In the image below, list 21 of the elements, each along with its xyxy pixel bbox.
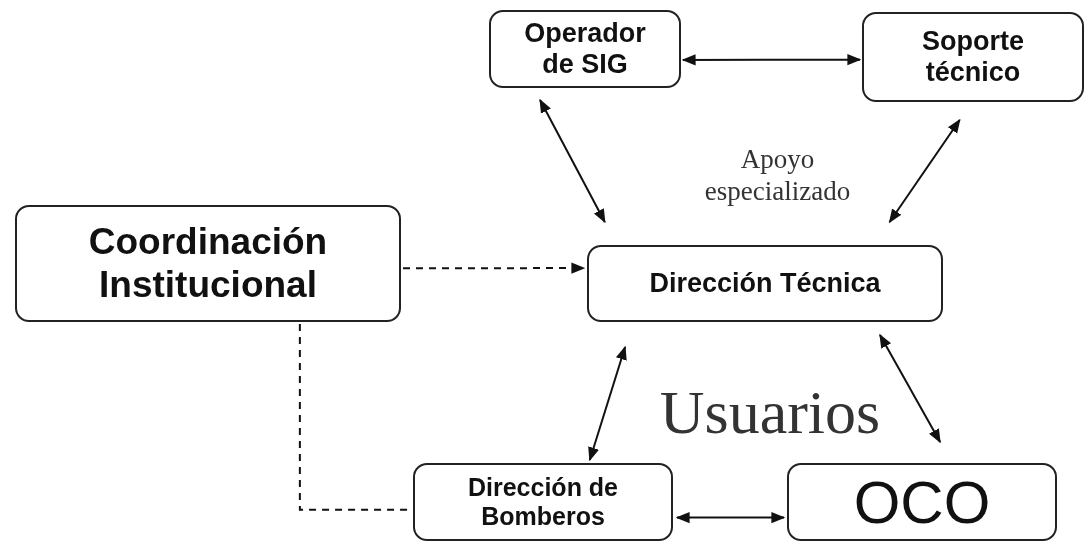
arrow xyxy=(879,333,942,444)
rounded-box xyxy=(489,10,681,88)
rounded-box xyxy=(862,12,1084,102)
rounded-box xyxy=(15,205,401,322)
box-label: Soporte técnico xyxy=(921,25,1025,89)
rounded-box xyxy=(787,463,1057,541)
box-label: Dirección de Bomberos xyxy=(466,473,620,531)
box-label: Dirección Técnica xyxy=(649,267,881,299)
arrow xyxy=(681,54,862,66)
rounded-box xyxy=(587,245,943,322)
arrow xyxy=(539,98,606,224)
box-label: Coordinación Institucional xyxy=(87,220,329,307)
annotation-text: Apoyo especializado xyxy=(703,143,852,208)
box-label: Operador de SIG xyxy=(523,17,647,81)
arrow xyxy=(675,512,786,524)
arrow xyxy=(888,118,961,224)
box-label: OCO xyxy=(853,467,991,537)
dashed-connector xyxy=(402,262,586,274)
arrow xyxy=(588,345,627,462)
annotation-text: Usuarios xyxy=(658,377,882,448)
rounded-box xyxy=(413,463,673,541)
